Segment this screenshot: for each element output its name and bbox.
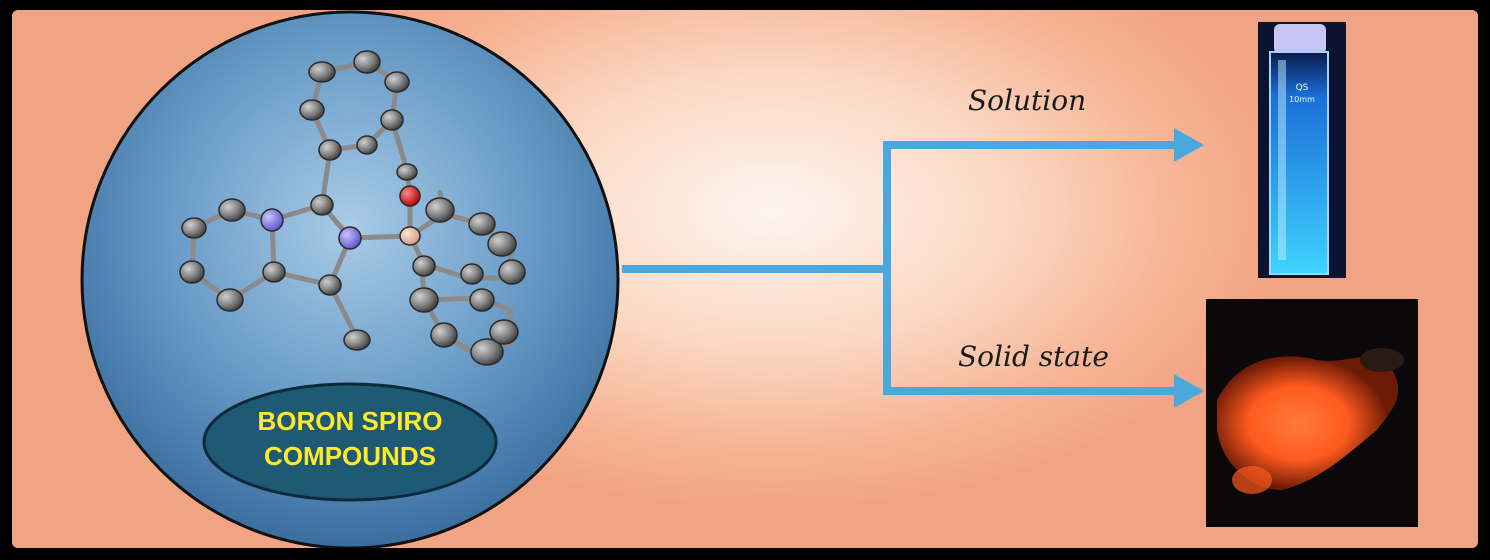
badge-line1: BORON SPIRO xyxy=(258,406,443,436)
cuvette-text-2: 10mm xyxy=(1289,95,1315,104)
diagram-canvas: BORON SPIRO COMPOUNDS QS 10mm xyxy=(80,10,1418,548)
badge-line2: COMPOUNDS xyxy=(264,441,436,471)
molecule-atoms xyxy=(179,50,526,366)
nitrogen-atom xyxy=(260,208,284,232)
solution-label: Solution xyxy=(968,84,1087,117)
nitrogen-atom xyxy=(338,226,362,250)
solid-state-label: Solid state xyxy=(958,340,1109,373)
cuvette-text-1: QS xyxy=(1296,83,1309,93)
arrow-head-lower xyxy=(1174,374,1204,408)
compound-badge xyxy=(202,382,498,502)
graphic-panel: BORON SPIRO COMPOUNDS QS 10mm Solution S… xyxy=(12,10,1478,548)
boron-atom xyxy=(399,226,421,246)
molecule-disc xyxy=(80,10,620,548)
solution-cuvette-photo: QS 10mm xyxy=(1258,22,1346,278)
arrow-head-upper xyxy=(1174,128,1204,162)
oxygen-atom xyxy=(399,185,421,207)
solid-state-photo xyxy=(1206,299,1418,527)
branch-arrow xyxy=(622,128,1204,408)
